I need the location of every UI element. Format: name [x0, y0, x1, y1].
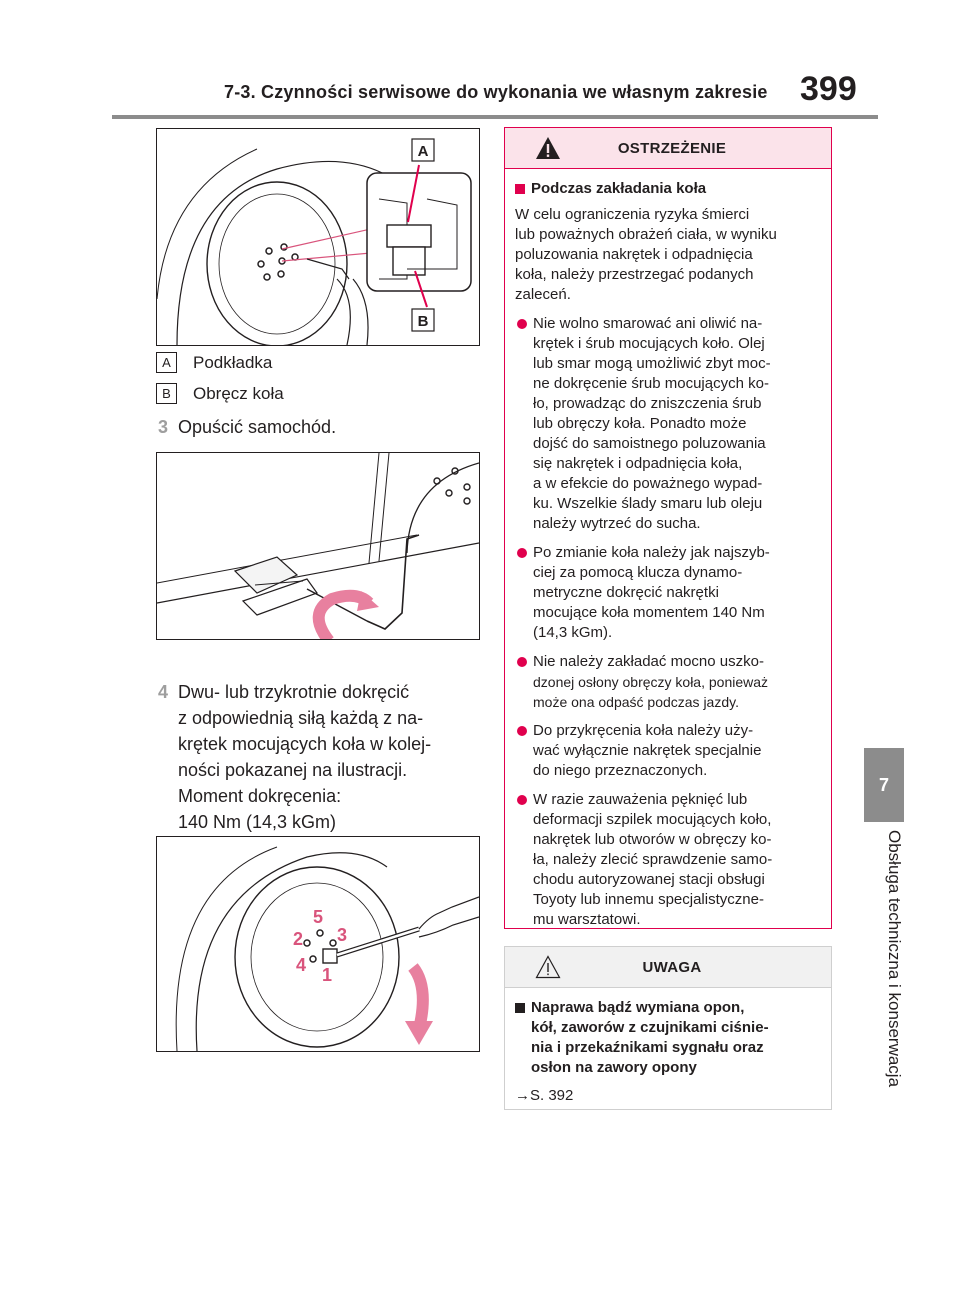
caution-triangle-icon	[535, 955, 561, 979]
step-4-line-4: ności pokazanej na ilustracji.	[178, 760, 408, 780]
page-header-title: 7-3. Czynności serwisowe do wykonania we…	[224, 82, 768, 102]
legend-text-rim: Obręcz koła	[193, 383, 284, 403]
warning-bullet-cracks: W razie zauważenia pęknięć lub deformacj…	[515, 790, 823, 930]
step-3-number: 3	[158, 417, 169, 437]
callout-a: A	[418, 143, 429, 160]
warning-section-title: Podczas zakładania koła	[515, 179, 823, 199]
step-4-torque-label: Moment dokręcenia:	[178, 786, 342, 806]
legend-item-rim: B Obręcz koła	[156, 383, 284, 404]
bullet-dot-icon	[517, 795, 527, 805]
warning-triangle-icon	[536, 137, 560, 159]
warning-bullet-nuts: Do przykręcenia koła należy uży- wać wył…	[515, 721, 823, 781]
figure-lower-jack	[156, 452, 480, 640]
caution-heading: UWAGA	[642, 958, 702, 976]
step-4-line-2: z odpowiednią siłą każdą z na-	[178, 708, 424, 728]
header-rule	[112, 115, 878, 119]
order-label-1: 1	[322, 965, 332, 985]
section-square-icon	[515, 1003, 525, 1013]
caution-page-reference[interactable]: →S. 392	[515, 1087, 574, 1104]
warning-box: OSTRZEŻENIE Podczas zakładania koła W ce…	[504, 127, 832, 929]
warning-bullet-lubrication: Nie wolno smarować ani oliwić na- krętek…	[515, 314, 823, 534]
section-square-icon	[515, 184, 525, 194]
step-3-text: Opuścić samochód.	[178, 417, 337, 437]
order-label-5: 5	[313, 907, 323, 927]
warning-heading: OSTRZEŻENIE	[617, 139, 727, 157]
caution-box: UWAGA Naprawa bądź wymiana opon, kół, za…	[504, 946, 832, 1110]
step-4-line-3: krętek mocujących koła w kolej-	[178, 734, 432, 754]
bullet-dot-icon	[517, 726, 527, 736]
step-3: 3 Opuścić samochód.	[158, 414, 336, 440]
order-label-2: 2	[293, 929, 303, 949]
page-number: 399	[800, 70, 857, 108]
jack-lowering-illustration	[157, 453, 479, 639]
caution-header: UWAGA	[505, 947, 831, 988]
step-4-torque-value: 140 Nm (14,3 kGm)	[178, 812, 337, 832]
order-label-4: 4	[296, 955, 306, 975]
figure-tightening-order: 1 2 3 4 5	[156, 836, 480, 1052]
bullet-dot-icon	[517, 657, 527, 667]
callout-b: B	[418, 313, 429, 330]
warning-bullet-wheel-cover: Nie należy zakładać mocno uszko- dzonej …	[515, 652, 823, 712]
legend-item-washer: A Podkładka	[156, 352, 272, 373]
legend-tag-a: A	[156, 352, 177, 373]
figure-wheel-washer: A B	[156, 128, 480, 346]
step-4-line-1: Dwu- lub trzykrotnie dokręcić	[178, 682, 410, 702]
legend-tag-b: B	[156, 383, 177, 404]
bullet-dot-icon	[517, 319, 527, 329]
caution-section-title: Naprawa bądź wymiana opon, kół, zaworów …	[515, 998, 823, 1078]
tightening-order-illustration: 1 2 3 4 5	[175, 846, 479, 1051]
bullet-dot-icon	[517, 548, 527, 558]
step-4-number: 4	[158, 682, 169, 702]
chapter-tab[interactable]: 7	[864, 748, 904, 822]
order-label-3: 3	[337, 925, 347, 945]
warning-intro: W celu ograniczenia ryzyka śmierci lub p…	[515, 206, 777, 303]
legend-text-washer: Podkładka	[193, 352, 273, 372]
wheel-washer-illustration: A B	[157, 138, 472, 345]
warning-bullet-torque: Po zmianie koła należy jak najszyb- ciej…	[515, 543, 823, 643]
warning-header: OSTRZEŻENIE	[505, 128, 831, 169]
step-4: 4 Dwu- lub trzykrotnie dokręcić z odpowie…	[158, 679, 478, 835]
chapter-label: Obsługa techniczna i konserwacja	[885, 830, 904, 1088]
